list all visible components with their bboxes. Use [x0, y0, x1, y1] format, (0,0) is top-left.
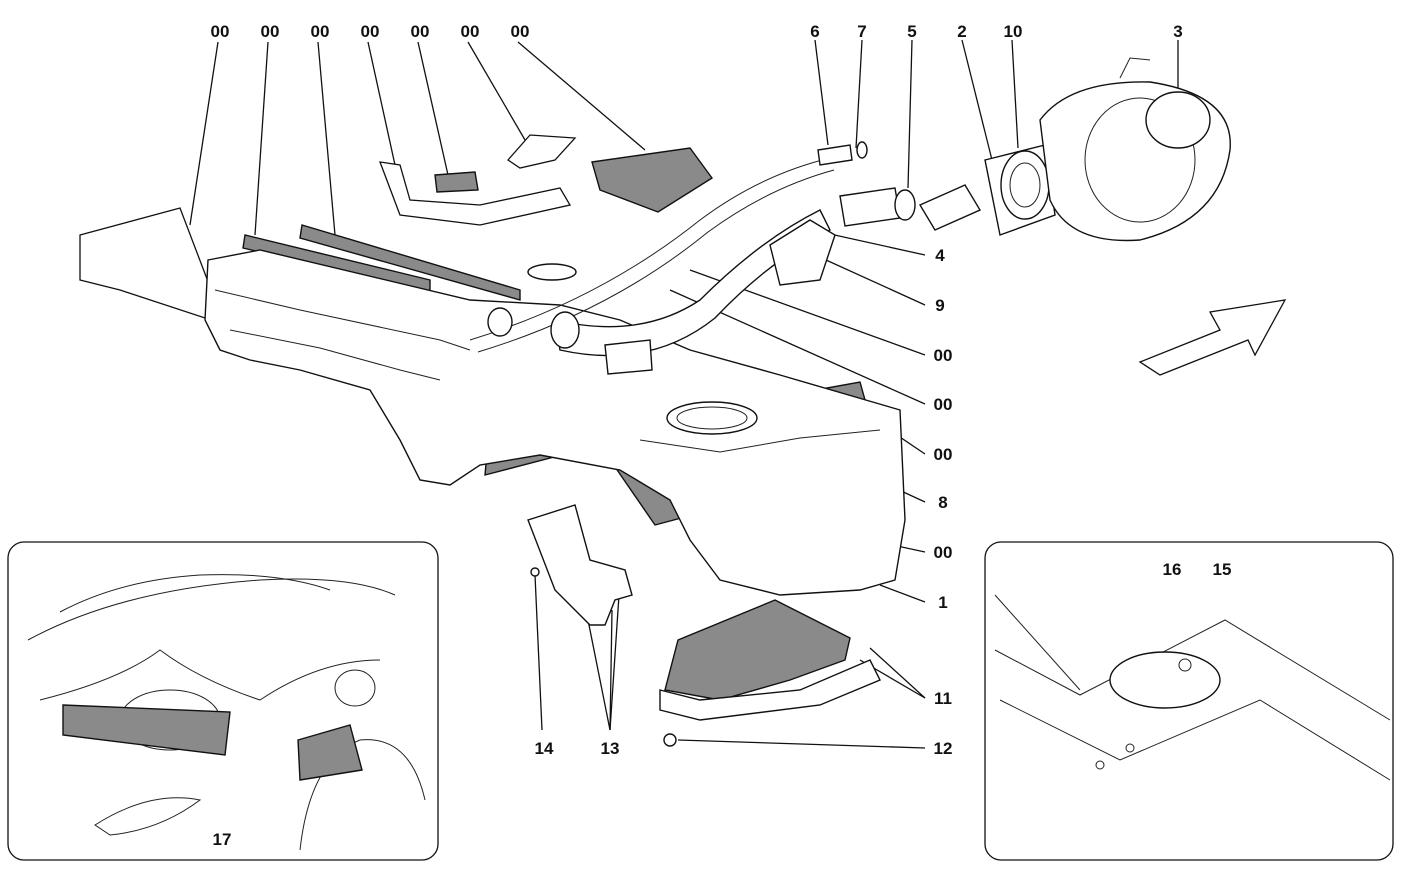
callout-label: 00	[934, 445, 953, 464]
callout-label: 10	[1004, 22, 1023, 41]
callout-label: 00	[934, 346, 953, 365]
callout-label: 15	[1213, 560, 1232, 579]
direction-arrow	[1138, 299, 1287, 376]
callout-label: 00	[411, 22, 430, 41]
callout-label: 14	[535, 739, 554, 758]
callout-label: 6	[810, 22, 819, 41]
bracket-assembly	[527, 504, 633, 626]
callout-label: 2	[957, 22, 966, 41]
callout-label: 4	[935, 246, 945, 265]
callout-label: 13	[601, 739, 620, 758]
callout-label: 00	[311, 22, 330, 41]
callout-label: 00	[934, 543, 953, 562]
callout-label: 7	[857, 22, 866, 41]
callout-labels: 00 00 00 00 00 00 00 6 7 5 2 10 3 4 9 00…	[211, 22, 1232, 849]
callout-label: 11	[934, 689, 952, 708]
callout-label: 00	[261, 22, 280, 41]
callout-label: 9	[935, 296, 944, 315]
fuel-tank	[204, 249, 906, 596]
callout-label: 16	[1163, 560, 1182, 579]
callout-label: 00	[461, 22, 480, 41]
callout-label: 5	[907, 22, 916, 41]
callout-label: 17	[213, 830, 232, 849]
callout-label: 00	[211, 22, 230, 41]
callout-label: 8	[938, 493, 947, 512]
callout-label: 1	[938, 593, 947, 612]
callout-label: 00	[934, 395, 953, 414]
inset-tank-top	[984, 541, 1394, 861]
callout-label: 3	[1173, 22, 1182, 41]
inset-rear-body	[7, 541, 439, 861]
lower-shield	[659, 599, 881, 747]
callout-label: 00	[511, 22, 530, 41]
callout-label: 12	[934, 739, 953, 758]
filler-cap-housing	[769, 57, 1231, 286]
callout-label: 00	[361, 22, 380, 41]
